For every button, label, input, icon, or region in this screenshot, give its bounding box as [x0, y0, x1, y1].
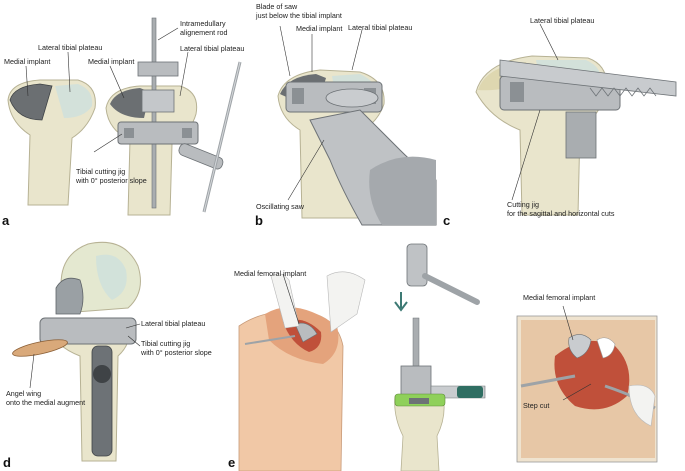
panel-e-illustration	[238, 243, 658, 471]
panel-letter-a: a	[2, 213, 10, 228]
label-angel-wing-line1: Angel wing	[6, 389, 42, 398]
label-lateral-plateau-d: Lateral tibial plateau	[141, 319, 206, 328]
saw-blade-c	[499, 59, 677, 97]
panel-letter-d: d	[3, 455, 11, 470]
panel-e: Medial femoral implant Medial femoral im…	[225, 236, 685, 471]
label-tibial-jig-d-line2: with 0° posterior slope	[141, 348, 212, 357]
left-tibia-bone	[7, 79, 96, 206]
label-medial-implant-b: Medial implant	[296, 24, 343, 33]
panel-b: Blade of saw just below the tibial impla…	[250, 0, 440, 235]
panel-d: Lateral tibial plateau Tibial cutting ji…	[0, 236, 225, 471]
step-cut-inset	[516, 315, 658, 463]
label-jig-line1: Tibial cutting jig	[76, 167, 126, 176]
label-rod-line2: alignement rod	[180, 28, 228, 37]
tibial-cutting-jig-d	[39, 317, 137, 345]
knee-open-left	[238, 271, 366, 471]
panel-a: Medial implant Lateral tibial plateau Me…	[0, 0, 250, 235]
right-tibia-with-jig	[105, 17, 242, 216]
label-step-cut: Step cut	[523, 401, 550, 410]
panel-c: Lateral tibial plateau Cutting jig for t…	[440, 0, 685, 235]
panel-a-illustration	[7, 17, 242, 216]
panel-c-illustration	[475, 23, 677, 216]
label-medial-femoral-left: Medial femoral implant	[234, 269, 307, 278]
label-blade-line2: just below the tibial implant	[256, 11, 342, 20]
panel-letter-e: e	[228, 455, 236, 470]
label-lateral-plateau-c: Lateral tibial plateau	[530, 16, 595, 25]
label-blade-line1: Blade of saw	[256, 2, 298, 11]
panel-letter-b: b	[255, 213, 263, 228]
hammer-and-impactor	[394, 243, 486, 471]
label-tibial-jig-d-line1: Tibial cutting jig	[141, 339, 191, 348]
panel-d-illustration	[12, 241, 141, 462]
angel-wing	[12, 339, 68, 357]
label-lateral-plateau-right: Lateral tibial plateau	[180, 44, 245, 53]
label-medial-implant-right: Medial implant	[88, 57, 135, 66]
label-rod-line1: Intramedullary	[180, 19, 226, 28]
label-angel-wing-line2: onto the medial augment	[6, 398, 86, 407]
panel-letter-c: c	[443, 213, 451, 228]
label-medial-femoral-right: Medial femoral implant	[523, 293, 596, 302]
femoral-implant-d	[55, 277, 84, 315]
label-cutting-jig-line1: Cutting jig	[507, 200, 539, 209]
label-cutting-jig-line2: for the sagittal and horizontal cuts	[507, 209, 615, 218]
panel-a-leaders	[25, 27, 189, 153]
label-jig-line2: with 0° posterior slope	[76, 176, 147, 185]
label-medial-implant-left: Medial implant	[4, 57, 51, 66]
label-lateral-plateau-b: Lateral tibial plateau	[348, 23, 413, 32]
label-oscillating-saw: Oscillating saw	[256, 202, 304, 211]
panel-b-illustration	[277, 25, 437, 226]
label-lateral-plateau-left: Lateral tibial plateau	[38, 43, 103, 52]
